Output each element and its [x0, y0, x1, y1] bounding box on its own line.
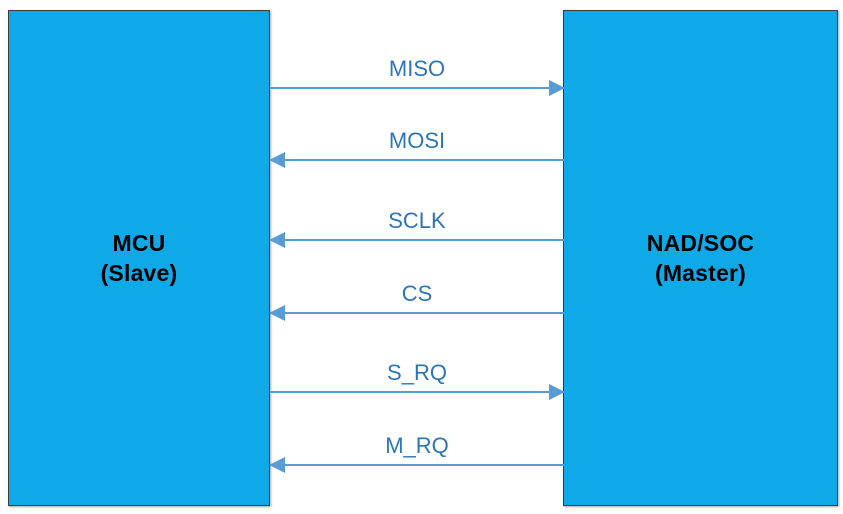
signal-s-rq-label: S_RQ: [387, 360, 447, 385]
signal-m-rq-line: [270, 464, 564, 466]
arrow-left-icon: [269, 305, 285, 321]
arrow-left-icon: [269, 232, 285, 248]
signal-m-rq-label: M_RQ: [385, 433, 449, 458]
signal-mosi-label: MOSI: [388, 128, 446, 153]
signal-cs-line: [270, 312, 564, 314]
block-mcu-title: MCU: [112, 230, 166, 256]
signal-miso-line: [270, 87, 564, 89]
block-nadsoc-title: NAD/SOC: [646, 230, 755, 256]
signal-mosi-line: [270, 159, 564, 161]
block-nadsoc: NAD/SOC (Master): [563, 10, 838, 506]
block-mcu: MCU (Slave): [8, 10, 270, 506]
arrow-right-icon: [549, 384, 565, 400]
signal-sclk-label: SCLK: [388, 208, 446, 233]
signal-s-rq-line: [270, 391, 564, 393]
block-mcu-role: (Slave): [100, 260, 178, 286]
arrow-left-icon: [269, 152, 285, 168]
signal-miso-label: MISO: [388, 56, 446, 81]
arrow-right-icon: [549, 80, 565, 96]
arrow-left-icon: [269, 457, 285, 473]
block-nadsoc-role: (Master): [654, 260, 747, 286]
signal-sclk-line: [270, 239, 564, 241]
signal-cs-label: CS: [401, 281, 433, 306]
